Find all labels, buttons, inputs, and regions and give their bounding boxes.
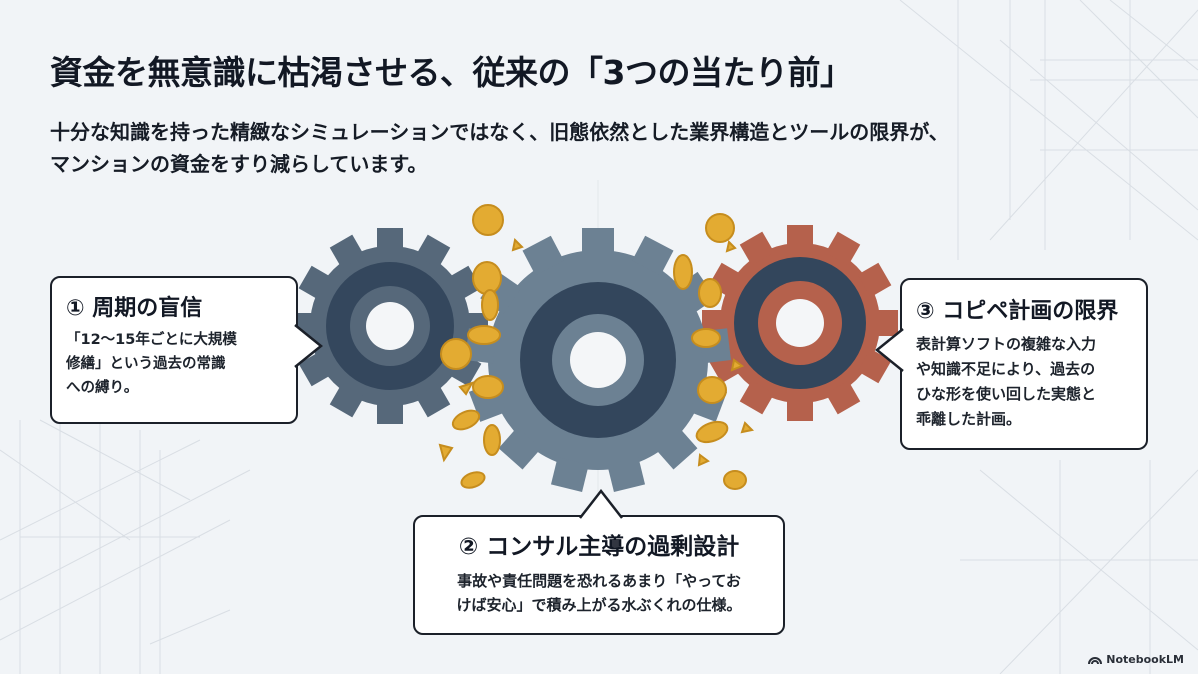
- callout-cycle-belief: ① 周期の盲信 「12〜15年ごとに大規模 修繕」という過去の常識 への縛り。: [50, 276, 323, 424]
- callout-2-pointer: [579, 489, 623, 519]
- subtitle-line-2: マンションの資金をすり減らしています。: [50, 152, 428, 176]
- callout-2-line-1: 事故や責任問題を恐れるあまり「やってお: [457, 572, 741, 590]
- callout-3-heading: ③ コピペ計画の限界: [916, 299, 1119, 324]
- callout-2-body: 事故や責任問題を恐れるあまり「やってお けば安心」で積み上がる水ぶくれの仕様。: [415, 569, 783, 617]
- callout-copy-paste-limit: ③ コピペ計画の限界 表計算ソフトの複雑な入力 や知識不足により、過去の ひな形…: [875, 278, 1148, 450]
- callout-3-pointer: [875, 328, 904, 372]
- callout-3-line-1: 表計算ソフトの複雑な入力: [916, 335, 1097, 353]
- subtitle-line-1: 十分な知識を持った精緻なシミュレーションではなく、旧態依然とした業界構造とツール…: [50, 120, 949, 144]
- right-gear-icon: [702, 225, 898, 421]
- left-gear-icon: [292, 228, 488, 424]
- callout-1-line-2: 修繕」という過去の常識: [66, 356, 226, 372]
- callout-1-line-1: 「12〜15年ごとに大規模: [66, 332, 237, 348]
- notebooklm-badge: NotebookLM: [1088, 653, 1184, 666]
- callout-consultant-overdesign: ② コンサル主導の過剰設計 事故や責任問題を恐れるあまり「やってお けば安心」で…: [413, 489, 785, 635]
- notebooklm-label: NotebookLM: [1106, 653, 1184, 666]
- callout-3-line-3: ひな形を使い回した実態と: [916, 385, 1097, 403]
- callout-1-pointer: [294, 324, 323, 368]
- callout-1-body: 「12〜15年ごとに大規模 修繕」という過去の常識 への縛り。: [66, 328, 282, 400]
- slide-title: 資金を無意識に枯渇させる、従来の「3つの当たり前」: [50, 53, 853, 92]
- callout-1-line-3: への縛り。: [66, 380, 139, 396]
- callout-2-heading: ② コンサル主導の過剰設計: [458, 534, 740, 560]
- callout-3-body: 表計算ソフトの複雑な入力 や知識不足により、過去の ひな形を使い回した実態と 乖…: [916, 332, 1134, 432]
- slide-subtitle: 十分な知識を持った精緻なシミュレーションではなく、旧態依然とした業界構造とツール…: [50, 116, 1130, 180]
- coins-icon: [438, 204, 755, 490]
- callout-2-line-2: けば安心」で積み上がる水ぶくれの仕様。: [456, 596, 742, 614]
- notebooklm-logo-icon: [1088, 657, 1103, 665]
- callout-3-line-4: 乖離した計画。: [916, 410, 1022, 428]
- center-gear-icon: [465, 228, 731, 493]
- callout-3-line-2: や知識不足により、過去の: [916, 360, 1096, 378]
- callout-1-heading: ① 周期の盲信: [66, 296, 203, 321]
